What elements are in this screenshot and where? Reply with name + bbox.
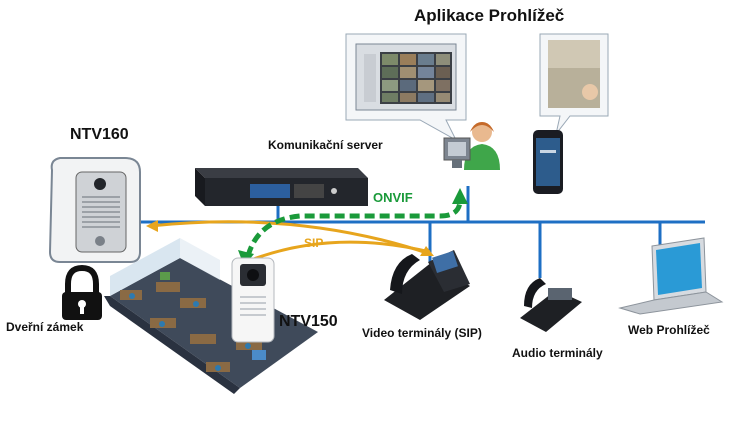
- app-viewer-label: Aplikace Prohlížeč: [414, 6, 565, 25]
- communication-server-device: [195, 168, 368, 206]
- audio-terminal-device: [520, 278, 582, 332]
- ntv150-label: NTV150: [279, 313, 338, 330]
- sip-arrows: [146, 220, 434, 264]
- door-lock-icon: [62, 264, 102, 320]
- ntv160-label: NTV160: [70, 126, 129, 143]
- app-callout-mobile: [539, 33, 609, 135]
- onvif-label: ONVIF: [373, 190, 413, 205]
- communication-server-label: Komunikační server: [268, 138, 383, 152]
- app-callout-pc: [345, 33, 467, 142]
- smartphone-device: [533, 130, 563, 194]
- door-lock-label: Dveřní zámek: [6, 320, 84, 334]
- video-terminal-device: [384, 250, 470, 320]
- video-terminals-label: Video terminály (SIP): [362, 326, 482, 340]
- audio-terminals-label: Audio terminály: [512, 346, 603, 360]
- ntv160-door-phone: [48, 157, 141, 263]
- finger-icon: [582, 84, 598, 100]
- camera-grid-thumbnail: [380, 52, 452, 104]
- office-floor-plan: [104, 238, 318, 394]
- laptop-device: [618, 237, 724, 315]
- pc-user-icon: [443, 122, 500, 170]
- sip-label: SIP: [304, 236, 324, 250]
- web-viewer-label: Web Prohlížeč: [628, 323, 710, 337]
- ntv150-camera: [231, 257, 275, 343]
